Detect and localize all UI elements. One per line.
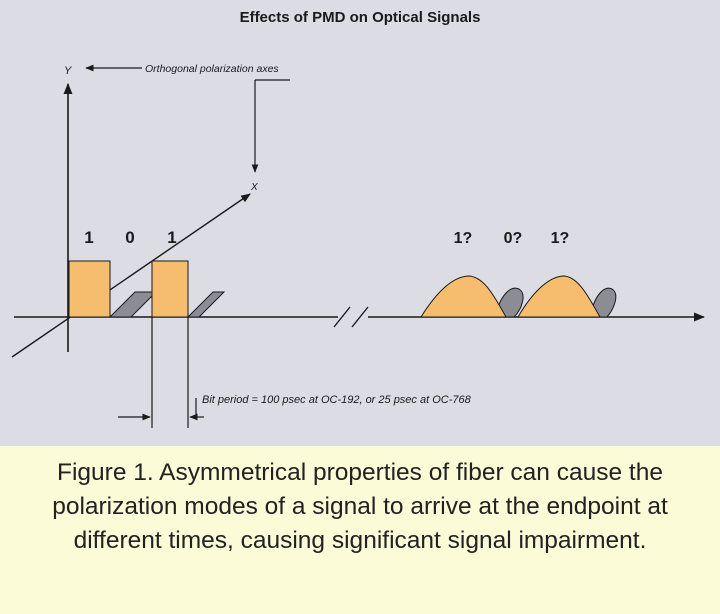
axis-break-mark-1 — [333, 306, 351, 328]
received-bit-label-1: 1? — [454, 230, 473, 247]
sent-pulse-3-delayed-mode — [186, 291, 226, 318]
diagram-title: Effects of PMD on Optical Signals — [240, 9, 481, 26]
received-pulse-3 — [517, 275, 601, 318]
sent-pulse-3 — [151, 260, 189, 318]
axis-break-mark-2 — [351, 306, 369, 328]
x-axis-label: X — [250, 182, 258, 193]
received-bit-label-2: 0? — [504, 230, 523, 247]
diagram-area: Effects of PMD on Optical Signals Y X Or… — [0, 0, 720, 446]
pmd-diagram: Effects of PMD on Optical Signals Y X Or… — [11, 9, 706, 428]
sent-bit-label-3: 1 — [167, 228, 176, 247]
sent-pulse-1 — [68, 260, 111, 318]
figure-caption: Figure 1. Asymmetrical properties of fib… — [52, 459, 668, 554]
sent-pulse-1-delayed-mode — [108, 291, 158, 318]
bit-period-annotation: Bit period = 100 psec at OC-192, or 25 p… — [202, 394, 472, 406]
received-pulse-1 — [420, 275, 507, 318]
received-bit-label-3: 1? — [551, 230, 570, 247]
figure-caption-box: Figure 1. Asymmetrical properties of fib… — [0, 446, 720, 614]
y-axis-label: Y — [64, 65, 72, 77]
x-axis — [11, 193, 251, 358]
sent-bit-label-2: 0 — [125, 228, 134, 247]
sent-bit-label-1: 1 — [84, 228, 93, 247]
axes-annotation-label: Orthogonal polarization axes — [145, 63, 279, 75]
